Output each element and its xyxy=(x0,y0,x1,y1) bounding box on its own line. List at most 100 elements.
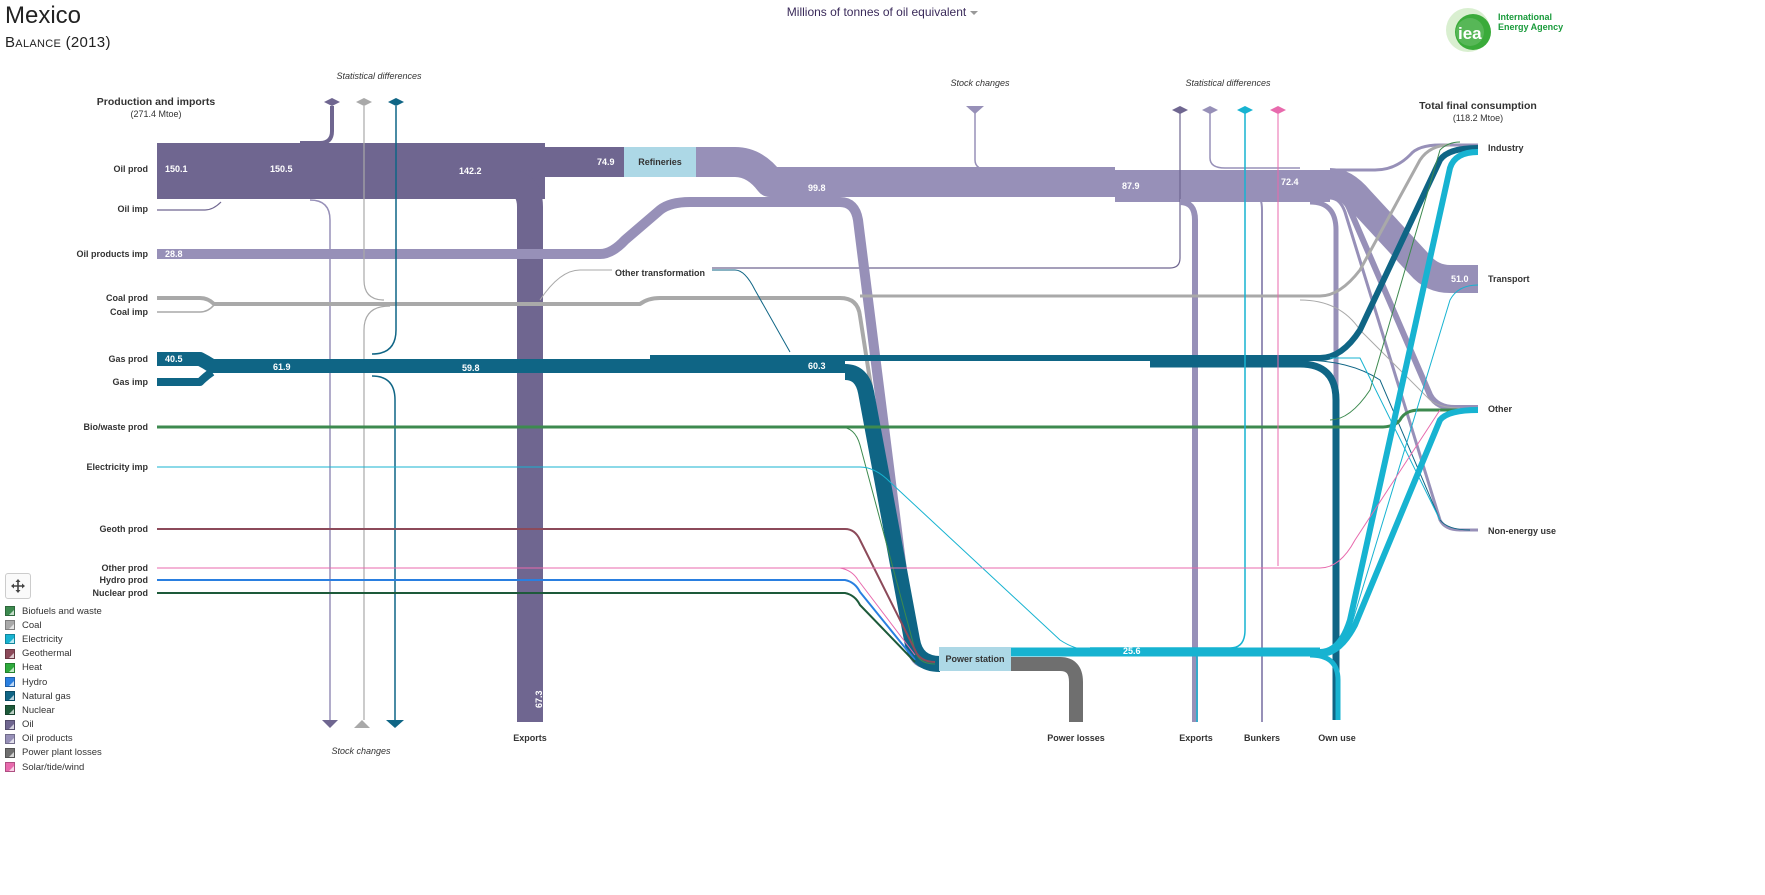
legend-item[interactable]: Power plant losses xyxy=(5,746,102,760)
flow-gas-other-tfc[interactable] xyxy=(1299,359,1471,531)
source-oil-imp[interactable]: Oil imp xyxy=(117,204,148,214)
flow-electricity-exports[interactable] xyxy=(1090,110,1246,649)
legend-item[interactable]: Electricity xyxy=(5,632,102,646)
stat-diff-right-oilprod-marker[interactable] xyxy=(1202,106,1218,114)
sink-industry[interactable]: Industry xyxy=(1488,143,1524,153)
stat-diff-coal-marker[interactable] xyxy=(356,98,372,106)
source-electricity-imp[interactable]: Electricity imp xyxy=(86,462,148,472)
legend-item[interactable]: Solar/tide/wind xyxy=(5,760,102,774)
legend-swatch xyxy=(5,677,15,688)
flow-bio-waste[interactable] xyxy=(157,408,1478,429)
source-other-prod[interactable]: Other prod xyxy=(102,563,149,573)
flow-electricity-own-use[interactable] xyxy=(1309,652,1341,720)
refineries-node[interactable] xyxy=(624,147,696,177)
own-use-label: Own use xyxy=(1318,733,1356,743)
stat-diff-right-elec-marker[interactable] xyxy=(1237,106,1253,114)
source-gas-prod[interactable]: Gas prod xyxy=(108,354,148,364)
unit-selector[interactable]: Millions of tonnes of oil equivalent xyxy=(0,5,1765,19)
flow-oil-products-to-power[interactable] xyxy=(839,197,940,669)
flow-gas-to-power[interactable] xyxy=(844,364,941,672)
flow-stock-changes-top[interactable] xyxy=(974,112,1115,171)
bunkers-label: Bunkers xyxy=(1244,733,1280,743)
flow-oil-products-exports[interactable] xyxy=(1179,199,1198,722)
flow-electricity-other[interactable] xyxy=(1319,407,1479,657)
flow-nuclear-prod[interactable] xyxy=(157,592,916,663)
stock-gas-marker[interactable] xyxy=(386,720,404,728)
flow-bio-to-power[interactable] xyxy=(839,426,936,665)
flow-hydro-prod[interactable] xyxy=(157,579,916,661)
legend-item[interactable]: Oil xyxy=(5,718,102,732)
flow-power-losses[interactable] xyxy=(1011,657,1083,722)
legend-swatch xyxy=(5,606,15,617)
flow-oil-imp[interactable] xyxy=(157,201,222,211)
right-header-total: (118.2 Mtoe) xyxy=(1453,113,1503,123)
flow-coal-imp[interactable] xyxy=(157,304,215,313)
flow-oil-products-industry[interactable] xyxy=(1330,143,1478,172)
source-oil-prod[interactable]: Oil prod xyxy=(114,164,149,174)
stat-diff-gas-marker[interactable] xyxy=(388,98,404,106)
flow-oil-products-imp[interactable] xyxy=(157,197,840,259)
stat-diff-right-oil-marker[interactable] xyxy=(1172,106,1188,114)
other-transformation-label[interactable]: Other transformation xyxy=(615,268,705,278)
flow-gas-own-use[interactable] xyxy=(1150,360,1340,720)
pan-button[interactable] xyxy=(5,573,31,599)
stock-oil-marker[interactable] xyxy=(322,720,338,728)
value-oil-products-imp: 28.8 xyxy=(165,249,183,259)
flow-oil-stat-diff[interactable] xyxy=(300,106,334,145)
flow-gas-stat-left[interactable] xyxy=(371,106,397,355)
legend-item[interactable]: Geothermal xyxy=(5,647,102,661)
source-geoth-prod[interactable]: Geoth prod xyxy=(100,524,149,534)
flow-oil-stock-left[interactable] xyxy=(309,199,331,720)
flow-gas-prod[interactable] xyxy=(157,352,650,373)
legend-item[interactable]: Coal xyxy=(5,618,102,632)
flow-coal-stat-left[interactable] xyxy=(363,106,385,301)
sink-non-energy-use[interactable]: Non-energy use xyxy=(1488,526,1556,536)
source-gas-imp[interactable]: Gas imp xyxy=(112,377,148,387)
legend-item[interactable]: Nuclear xyxy=(5,703,102,717)
sink-other[interactable]: Other xyxy=(1488,404,1513,414)
legend-label: Hydro xyxy=(22,676,48,688)
legend-item[interactable]: Oil products xyxy=(5,732,102,746)
flow-oil-prod-stat-right[interactable] xyxy=(712,112,1181,269)
flow-gas-imp[interactable] xyxy=(157,368,215,386)
flow-coal-prod[interactable] xyxy=(157,296,936,662)
flow-coal-tfc[interactable] xyxy=(860,143,1451,298)
legend-swatch xyxy=(5,705,15,716)
flow-refinery-out[interactable] xyxy=(696,147,1115,197)
source-bio-waste-prod[interactable]: Bio/waste prod xyxy=(83,422,148,432)
flow-bio-industry[interactable] xyxy=(1329,141,1461,421)
legend-item[interactable]: Natural gas xyxy=(5,689,102,703)
flow-geoth-prod[interactable] xyxy=(157,528,936,663)
source-hydro-prod[interactable]: Hydro prod xyxy=(100,575,149,585)
sink-transport[interactable]: Transport xyxy=(1488,274,1530,284)
source-coal-prod[interactable]: Coal prod xyxy=(106,293,148,303)
source-oil-products-imp[interactable]: Oil products imp xyxy=(76,249,148,259)
stat-diff-oil-marker[interactable] xyxy=(324,98,340,106)
flow-solar-tfc[interactable] xyxy=(840,409,1441,569)
flow-electricity-imp[interactable] xyxy=(157,466,1091,651)
legend-item[interactable]: Heat xyxy=(5,661,102,675)
flow-coal-to-other-transform[interactable] xyxy=(539,269,612,301)
flow-coal-stock-left[interactable] xyxy=(363,305,391,720)
flow-gas-stock-left[interactable] xyxy=(371,375,396,720)
legend-item[interactable]: Hydro xyxy=(5,675,102,689)
flow-electricity-nonenergy[interactable] xyxy=(1330,357,1441,521)
flow-electricity-export-line[interactable] xyxy=(1189,649,1198,722)
legend-label: Electricity xyxy=(22,633,63,645)
flow-oil-products-stat[interactable] xyxy=(1209,112,1300,169)
stock-changes-top-marker[interactable] xyxy=(966,106,984,114)
flow-crude-exports[interactable] xyxy=(455,169,543,722)
source-coal-imp[interactable]: Coal imp xyxy=(110,307,149,317)
stat-diff-right-solar-marker[interactable] xyxy=(1270,106,1286,114)
flow-oil-products-own-use[interactable] xyxy=(1309,199,1339,720)
source-nuclear-prod[interactable]: Nuclear prod xyxy=(92,588,148,598)
transport-node[interactable] xyxy=(1440,269,1478,289)
flow-gas-to-tfc[interactable] xyxy=(840,145,1479,361)
legend-item[interactable]: Biofuels and waste xyxy=(5,604,102,618)
value-oil-products-to-tfc: 72.4 xyxy=(1281,177,1299,187)
stock-coal-marker[interactable] xyxy=(354,720,370,728)
flow-electricity-transport[interactable] xyxy=(1329,284,1479,651)
flow-gas-other-transform[interactable] xyxy=(712,269,791,353)
power-station-node[interactable] xyxy=(939,647,1011,671)
